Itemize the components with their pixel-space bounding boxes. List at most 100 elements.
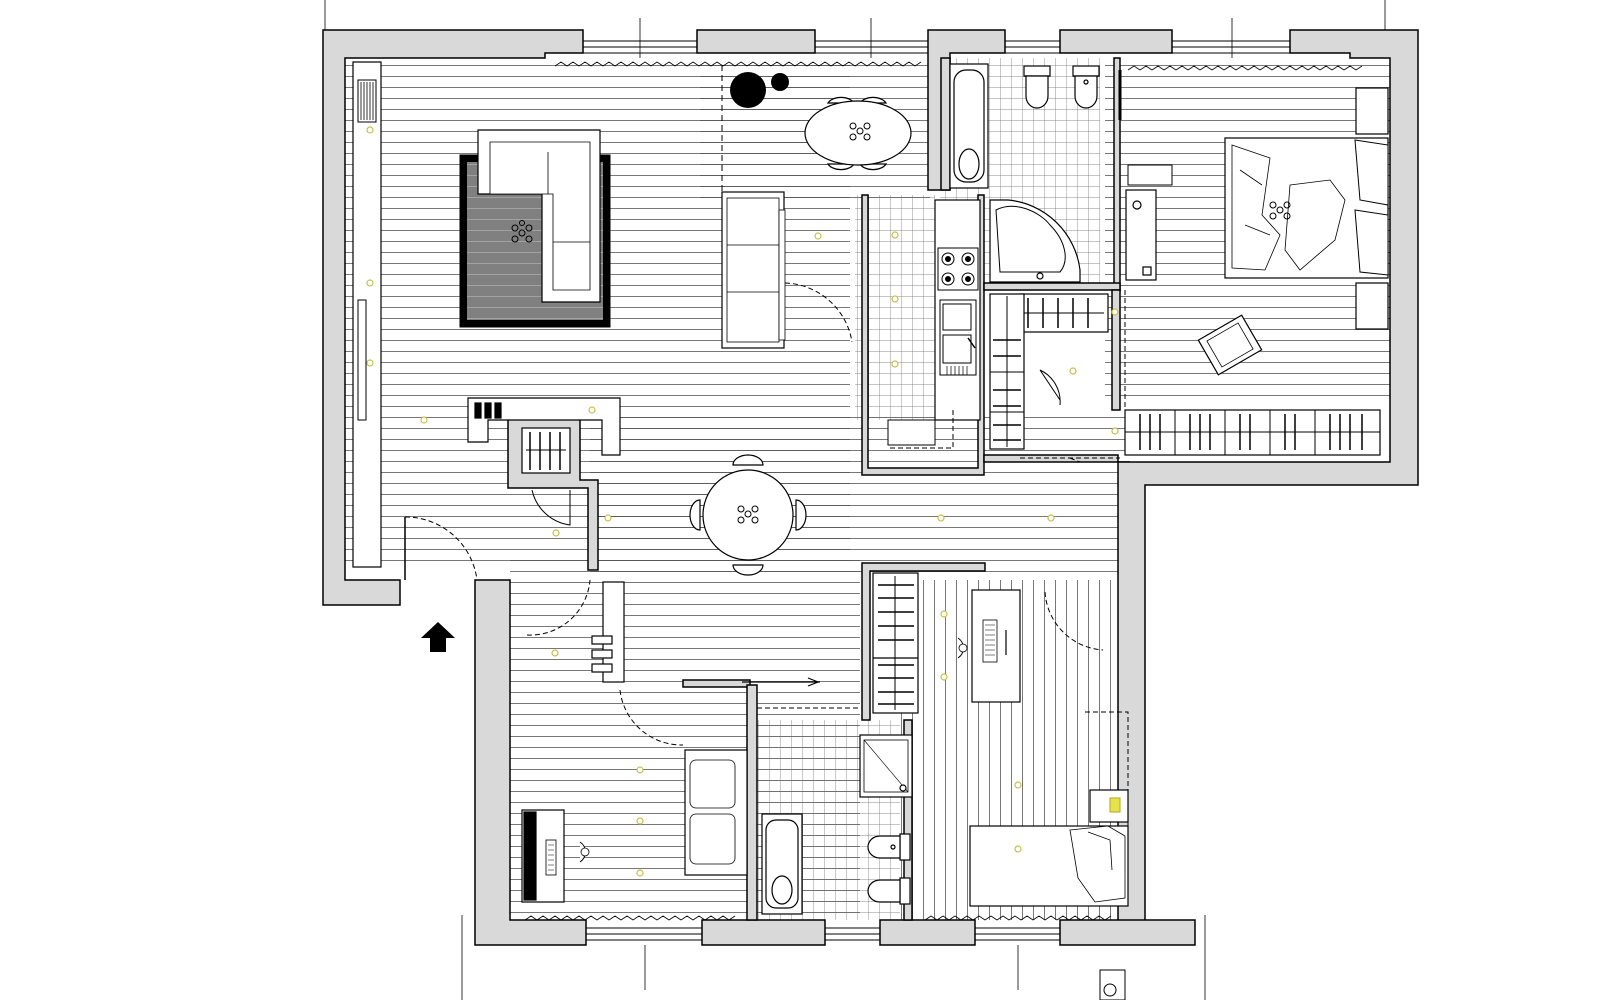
study-door-swing-2 — [619, 689, 684, 746]
sliding-door-track — [742, 677, 820, 687]
ceiling-light-icon — [588, 406, 596, 414]
nightstand-north[interactable] — [1355, 87, 1389, 135]
bedroom-shelf[interactable] — [1127, 164, 1173, 186]
ceiling-light-icon — [891, 295, 899, 303]
study-desk[interactable] — [521, 809, 590, 903]
kitchen-sink[interactable] — [939, 299, 977, 376]
hall-closet-door-swing — [531, 489, 571, 526]
ceiling-light-icon — [636, 817, 644, 825]
curtain-north — [554, 61, 922, 67]
ceiling-light-icon — [366, 126, 374, 134]
kitchen-island[interactable] — [721, 191, 853, 349]
kitchen — [887, 199, 981, 449]
ceiling-light-icon — [1014, 845, 1022, 853]
kitchen-counter-return[interactable] — [887, 419, 936, 446]
study-bookshelf[interactable] — [591, 581, 625, 683]
ceiling-light-icon — [366, 279, 374, 287]
single-bed[interactable] — [969, 825, 1129, 907]
second-bedroom-wardrobe[interactable] — [872, 572, 919, 714]
vanity-desk[interactable] — [1125, 189, 1157, 281]
second-bedroom-desk[interactable] — [957, 589, 1021, 703]
ceiling-light-icon — [551, 649, 559, 657]
window-south-3 — [975, 927, 1060, 941]
tv-unit — [357, 299, 367, 421]
bath2-wall-west — [746, 684, 758, 921]
closet-dashed-line — [1020, 457, 1120, 463]
outer-wall-north-west — [322, 29, 584, 606]
window-north-3 — [1005, 40, 1060, 54]
closet-rod-top[interactable] — [1019, 293, 1109, 333]
bidet-master[interactable] — [1072, 65, 1100, 109]
ceiling-light-icon — [604, 514, 612, 522]
second-bedroom-door-swing — [1044, 591, 1104, 651]
radiator-fins — [360, 82, 374, 120]
ceiling-light-icon — [552, 529, 560, 537]
curtain-bedroom — [1127, 65, 1363, 71]
outer-wall-pier-north-3 — [1059, 29, 1173, 54]
ceiling-light-icon — [366, 359, 374, 367]
cooktop[interactable] — [937, 247, 979, 291]
ceiling-light-icon — [1069, 367, 1077, 375]
outer-wall-pier-south-2 — [879, 919, 976, 946]
second-bedroom — [957, 589, 1129, 907]
closet-wall-east — [1111, 289, 1121, 411]
bathroom-wall-west — [940, 57, 951, 191]
dining-table-oval[interactable] — [804, 96, 912, 171]
ceiling-light-icon-living — [511, 220, 533, 243]
kitchen-door-swing — [784, 282, 853, 343]
plant-icon — [730, 72, 789, 108]
second-bedroom-wall-north — [861, 562, 986, 721]
ceiling-light-icon-round — [737, 505, 759, 524]
wardrobe-row[interactable] — [1124, 409, 1381, 456]
toilet-master[interactable] — [1023, 65, 1051, 109]
ceiling-light-icon — [940, 610, 948, 618]
ceiling-light-icon — [420, 416, 428, 424]
window-north-4 — [1172, 40, 1290, 54]
bathtub-long[interactable] — [949, 63, 989, 189]
hall-closet[interactable] — [521, 427, 571, 526]
bidet-bath2[interactable] — [867, 833, 911, 861]
curtain-south — [524, 915, 1112, 921]
dining-table-round[interactable] — [689, 454, 807, 576]
ceiling-light-icon — [891, 360, 899, 368]
nightstand-south[interactable] — [1355, 282, 1389, 330]
entrance-door-swing — [404, 516, 478, 581]
ceiling-light-icon — [1111, 308, 1119, 316]
media-cabinet[interactable] — [352, 61, 382, 568]
armchair[interactable] — [1197, 314, 1263, 376]
ceiling-light-icon — [891, 231, 899, 239]
corner-sofa[interactable] — [477, 129, 601, 303]
ceiling-light-icon — [1014, 781, 1022, 789]
double-bed[interactable] — [1224, 137, 1389, 279]
living-room — [352, 61, 621, 568]
bedside-lamp — [1109, 797, 1121, 813]
bathtub-small[interactable] — [761, 813, 803, 915]
outer-wall-west-lower — [474, 579, 587, 946]
window-north-2 — [815, 40, 928, 54]
ceiling-light-icon — [814, 232, 822, 240]
study-door-swing — [526, 579, 591, 636]
window-south-1 — [586, 927, 702, 941]
sideboard[interactable] — [467, 397, 621, 456]
toilet-bath2[interactable] — [867, 877, 911, 905]
second-bathroom — [757, 707, 913, 915]
walk-in-closet — [989, 293, 1381, 463]
corner-detail — [1099, 969, 1126, 1000]
master-bedroom — [1124, 87, 1389, 455]
study-sofa[interactable] — [684, 749, 748, 876]
shower-tray[interactable] — [859, 734, 913, 798]
study-wall-north — [682, 679, 751, 688]
outer-wall-pier-north-1 — [696, 29, 816, 54]
outer-wall-pier-south-3 — [1059, 919, 1196, 946]
kitchen-wall — [861, 194, 985, 476]
nightstand-second[interactable] — [1089, 789, 1129, 823]
ceiling-light-icon — [1111, 427, 1119, 435]
study-room — [521, 579, 820, 903]
corner-bathtub[interactable] — [989, 199, 1081, 283]
ceiling-light-icon — [940, 673, 948, 681]
grid-lines — [324, 0, 1386, 1000]
ceiling-light-icon — [1047, 514, 1055, 522]
closet-rod-left[interactable] — [989, 293, 1025, 450]
